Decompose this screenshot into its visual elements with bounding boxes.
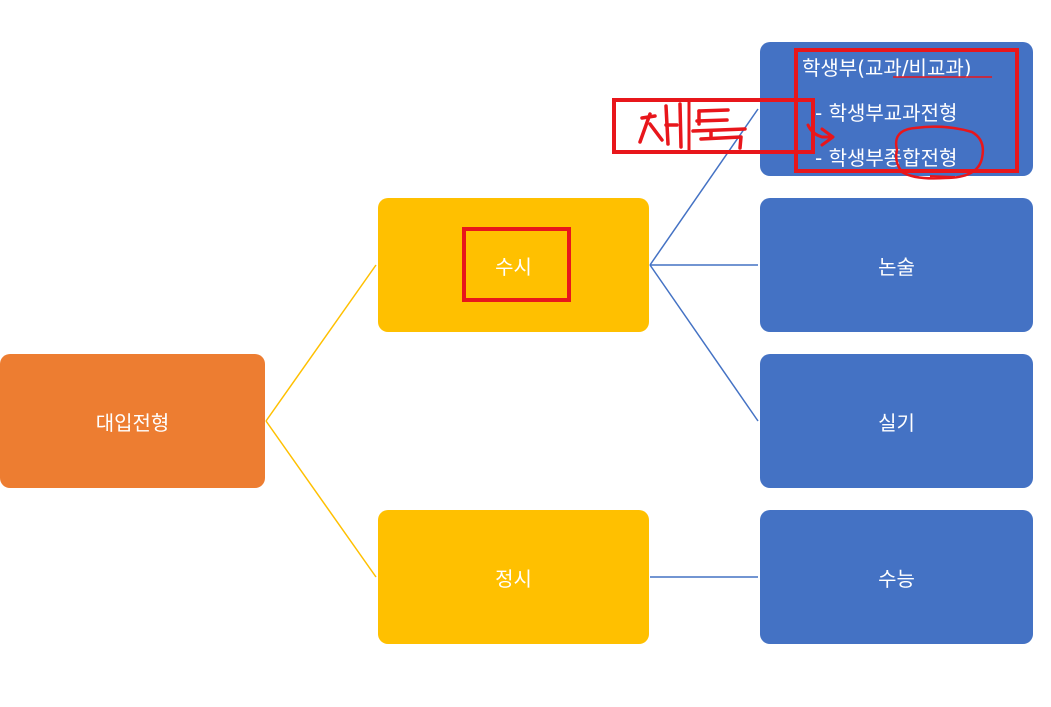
node-label: 수시 xyxy=(495,254,532,279)
connector-susi-silgi xyxy=(649,264,759,422)
node-title: 학생부(교과/비교과) xyxy=(802,56,972,80)
node-silgi[interactable]: 실기 xyxy=(760,354,1033,488)
node-jeongsi[interactable]: 정시 xyxy=(378,510,649,644)
node-label: 실기 xyxy=(878,410,915,435)
node-admission-type[interactable]: 대입전형 xyxy=(0,354,265,488)
connector-root-susi xyxy=(265,264,377,422)
connector-root-jeongsi xyxy=(265,420,377,578)
node-susi[interactable]: 수시 xyxy=(378,198,649,332)
node-list-item: - 학생부종합전형 xyxy=(815,146,958,170)
node-label: 대입전형 xyxy=(95,410,170,435)
connector-susi-haksaeng xyxy=(649,108,759,266)
node-label: 논술 xyxy=(878,254,915,279)
node-label: 정시 xyxy=(495,566,532,591)
node-student-record[interactable]: 학생부(교과/비교과) - 학생부교과전형 - 학생부종합전형 xyxy=(760,42,1033,176)
node-list-item: - 학생부교과전형 xyxy=(815,101,958,125)
node-nonsul[interactable]: 논술 xyxy=(760,198,1033,332)
node-suneung[interactable]: 수능 xyxy=(760,510,1033,644)
node-label: 수능 xyxy=(878,566,915,591)
